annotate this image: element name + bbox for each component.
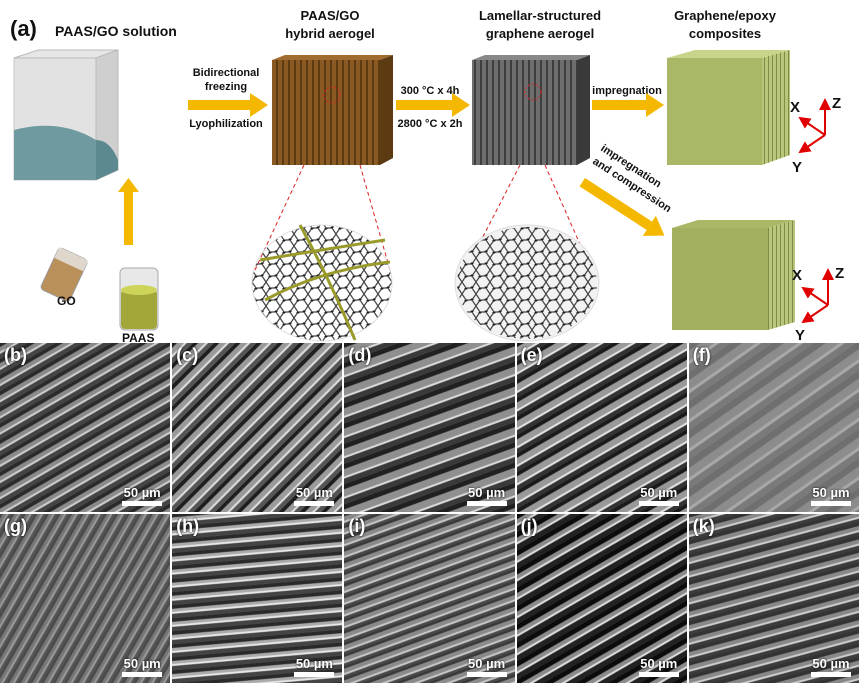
lamellar-aerogel-cube [472,55,590,165]
sem-image-j: (j) 50 µm [516,514,687,683]
ga-paas-molecular-circle [251,224,393,342]
schematic-panel-a: (a) PAAS/GO solution GO PAAS Bidirection… [10,8,844,342]
composite-cube-bottom [672,220,795,330]
scale-bar-label: 50 µm [123,656,161,671]
arrow-step2 [396,100,452,110]
scale-bar: 50 µm [122,656,163,677]
go-label: GO [57,294,76,308]
panel-a-label: (a) [10,16,37,41]
scale-bar: 50 µm [466,656,507,677]
scale-bar-label: 50 µm [123,485,161,500]
scale-bar: 50 µm [638,485,679,506]
axis-z-label: Z [832,95,841,112]
scale-bar: 50 µm [810,656,851,677]
scale-bar-label: 50 µm [812,656,850,671]
scale-bar-label: 50 µm [640,485,678,500]
sem-image-h: (h) 50 µm [172,514,343,683]
axis-x-label-2: X [792,267,802,284]
step2-label-bottom: 2800 °C x 2h [398,118,463,130]
hybrid-aerogel-cube [272,55,393,165]
sem-image-k: (k) 50 µm [688,514,859,683]
arrow-step4 [579,178,653,230]
paas-beaker [119,267,159,331]
step1-label-top: Bidirectional [193,67,260,79]
arrow-step3-head [646,93,664,117]
sem-image-d: (d) 50 µm [344,343,515,512]
arrow-step2-head [452,93,470,117]
scale-bar: 50 µm [122,485,163,506]
axes-bottom [801,268,834,324]
arrow-step1-head [250,93,268,117]
step3-label: impregnation [592,85,662,97]
composite-cube-top [667,50,790,165]
composite-title: Graphene/epoxy [674,8,777,23]
panel-label: (c) [176,345,199,365]
panel-label: (k) [692,516,715,536]
sem-image-c: (c) 50 µm [172,343,343,512]
panel-label: (j) [520,516,538,536]
step1-label-bottom: Lyophilization [189,118,263,130]
axis-x-label: X [790,99,800,116]
axis-y-label-2: Y [795,327,805,342]
scale-bar-label: 50 µm [468,656,506,671]
scale-bar-label: 50 µm [295,656,333,671]
lamellar-title: Lamellar-structured [479,8,601,23]
hybrid-title: PAAS/GO [301,8,360,23]
arrow-step4-head [642,215,665,236]
solution-cube [13,49,119,181]
panel-label: (b) [4,345,27,365]
scale-bar: 50 µm [294,656,335,677]
solution-title: PAAS/GO solution [55,23,177,39]
step1-label-top-2: freezing [205,81,247,93]
arrow-up [124,190,133,245]
axis-y-label: Y [792,159,802,176]
axis-z-label-2: Z [835,265,844,282]
arrow-step3 [592,100,646,110]
sem-image-b: (b) 50 µm [0,343,171,512]
scale-bar-label: 50 µm [640,656,678,671]
axes-top [798,98,831,154]
panel-label: (e) [520,345,543,365]
scale-bar: 50 µm [638,656,679,677]
sem-image-grid: (b) 50 µm (c) 50 µm (d) 50 µm (e) 50 µm (f) 5… [0,343,859,683]
arrow-up-head [118,178,139,192]
hybrid-title-2: hybrid aerogel [285,26,375,41]
step2-label-top: 300 °C x 4h [401,85,460,97]
scale-bar: 50 µm [294,485,335,506]
paas-label: PAAS [122,331,154,342]
panel-label: (h) [176,516,200,536]
composite-title-2: composites [689,26,761,41]
sem-image-e: (e) 50 µm [516,343,687,512]
lamellar-title-2: graphene aerogel [486,26,594,41]
panel-label: (d) [348,345,372,365]
panel-label: (g) [4,516,27,536]
scale-bar-label: 50 µm [812,485,850,500]
scale-bar-label: 50 µm [468,485,506,500]
scale-bar: 50 µm [810,485,851,506]
arrow-step1 [188,100,250,110]
sem-image-i: (i) 50 µm [344,514,515,683]
sem-image-g: (g) 50 µm [0,514,171,683]
scale-bar: 50 µm [466,485,507,506]
panel-label: (i) [348,516,366,536]
panel-label: (f) [692,345,711,365]
go-beaker [40,246,89,302]
sem-image-f: (f) 50 µm [688,343,859,512]
scale-bar-label: 50 µm [295,485,333,500]
graphene-lattice [457,227,597,339]
